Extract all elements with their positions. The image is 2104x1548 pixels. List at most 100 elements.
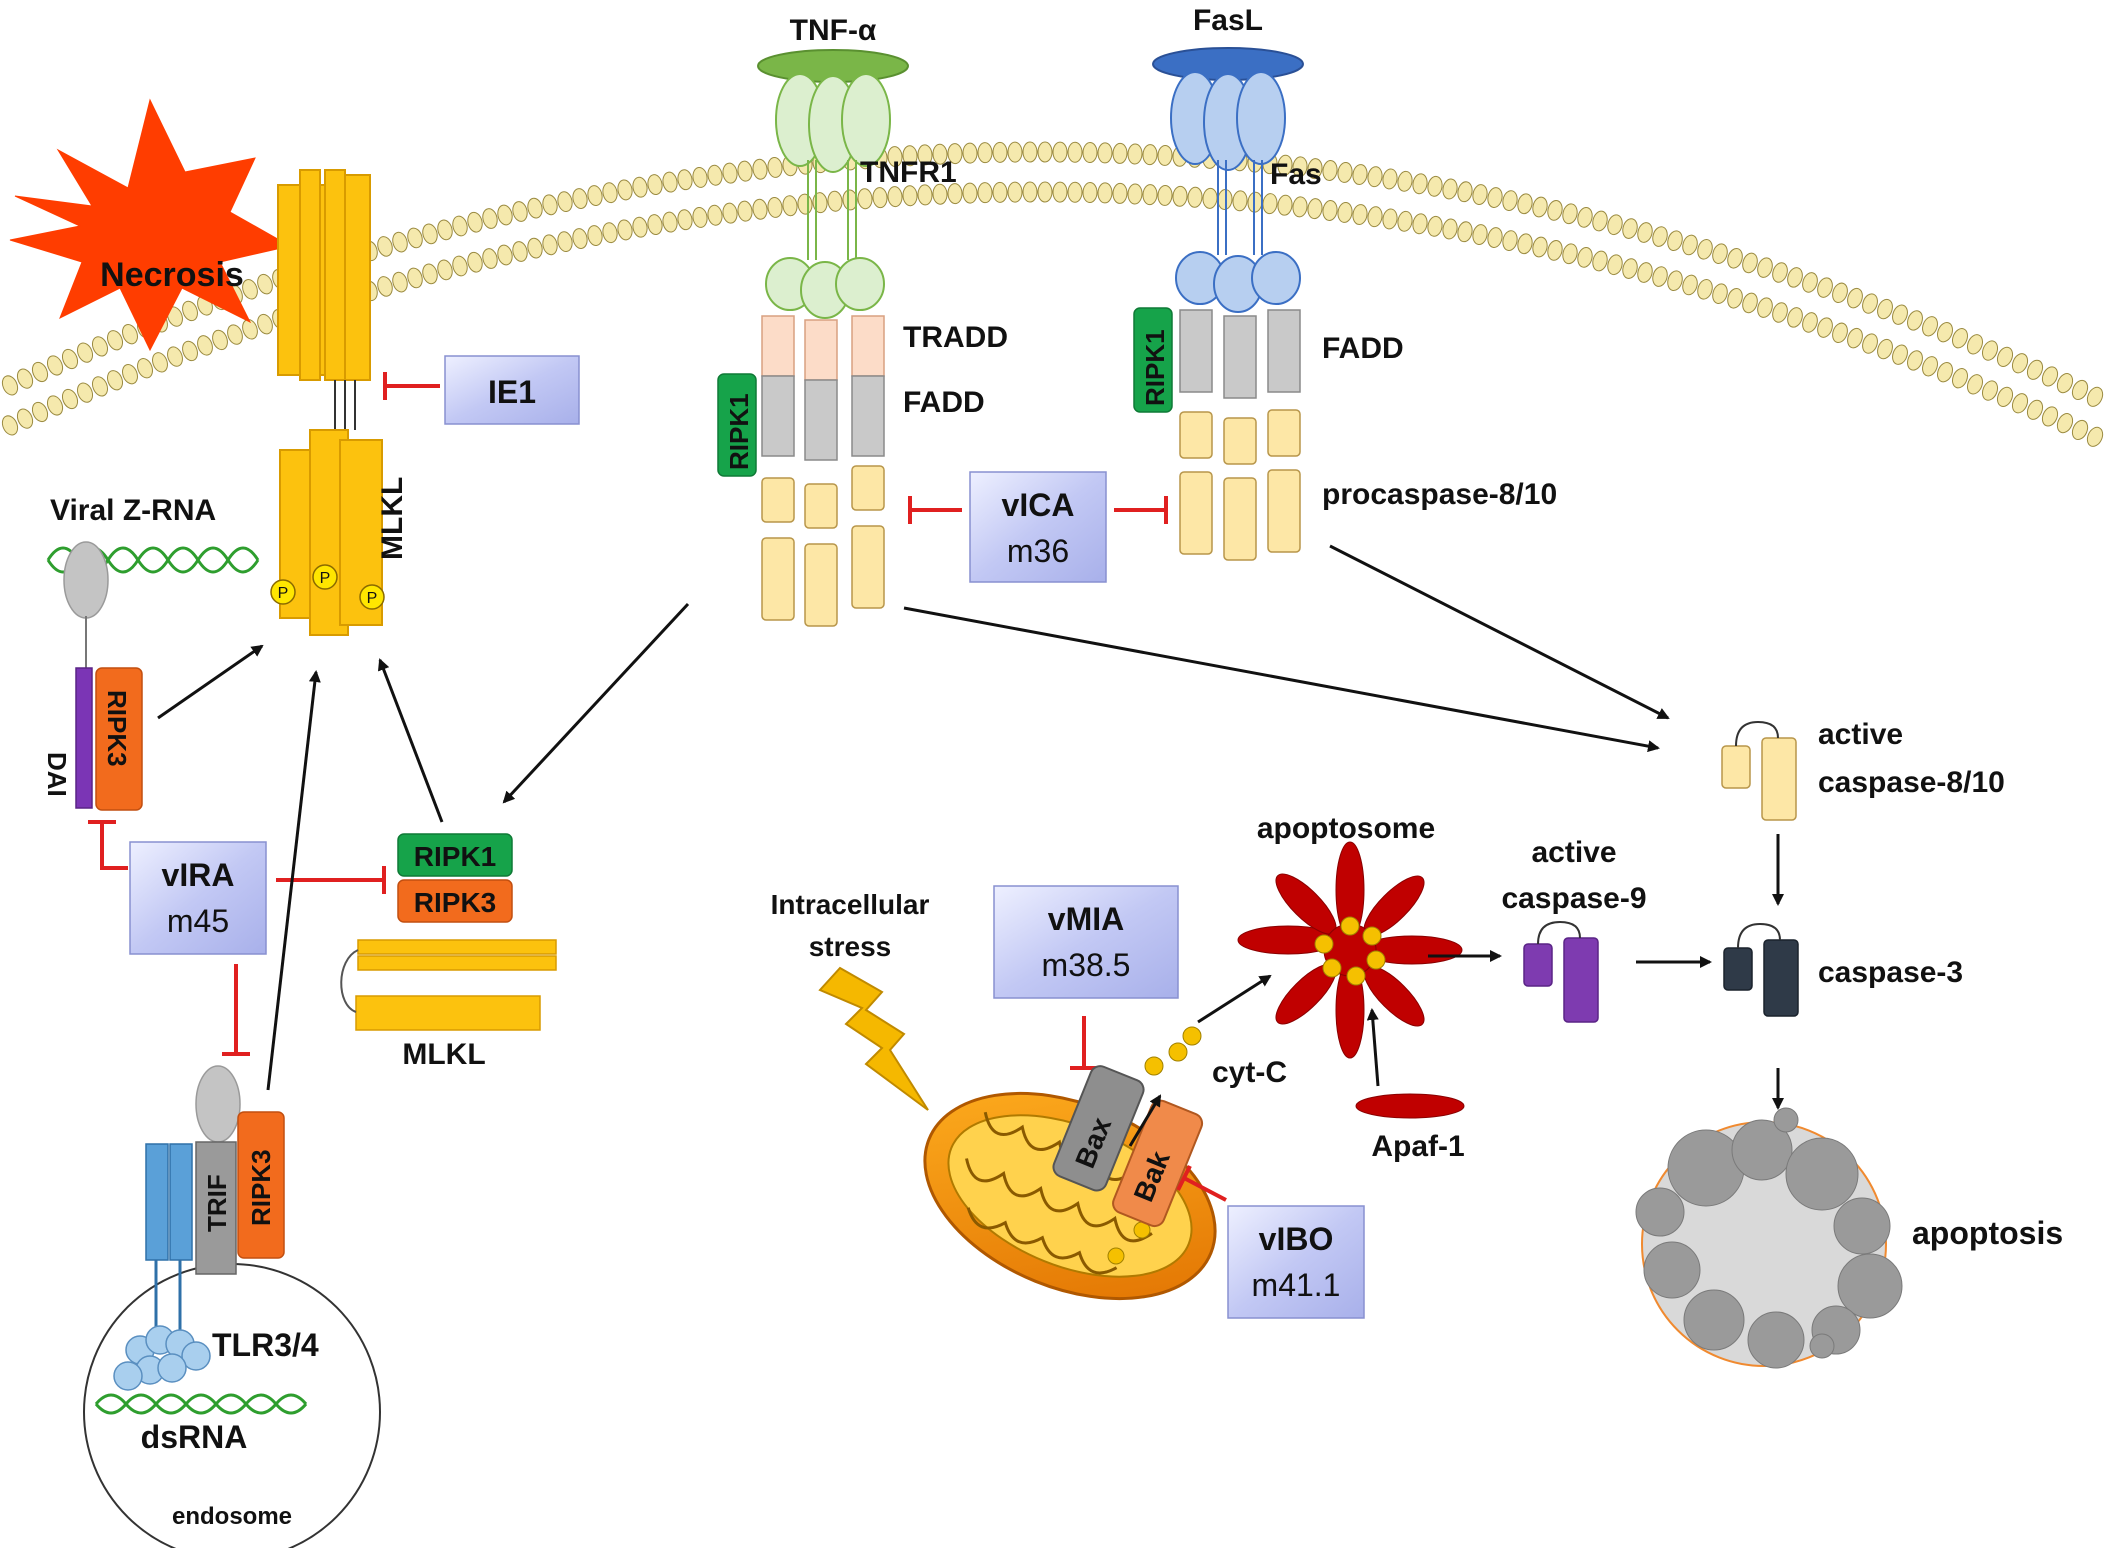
lipid-head (1937, 322, 1953, 343)
mitochondrion (923, 1091, 1217, 1301)
lipid-head (1022, 181, 1038, 203)
lipid-head (1352, 204, 1368, 225)
active-caspase810-line2: caspase-8/10 (1818, 766, 2005, 799)
mlkl-phosphorylated: P P P MLKL (270, 429, 409, 636)
lipid-head (1742, 252, 1758, 274)
fasl-label: FasL (1193, 4, 1263, 37)
lipid-head (1037, 141, 1053, 163)
lipid-head (677, 169, 693, 191)
lipid-head (1097, 182, 1113, 204)
procaspase-label: procaspase-8/10 (1322, 478, 1557, 511)
lipid-head (572, 188, 588, 209)
lipid-head (1727, 287, 1743, 309)
lipid-head (482, 208, 498, 229)
lipid-head (1667, 270, 1683, 292)
lipid-head (1757, 297, 1773, 318)
vibo-inhibitor-box: vIBO m41.1 (1176, 1165, 1365, 1319)
lipid-head (61, 348, 79, 370)
lipid-head (752, 158, 768, 180)
lipid-head (91, 376, 109, 397)
lipid-head (1112, 142, 1128, 164)
lipid-head (1682, 274, 1698, 296)
stress-line2: stress (809, 931, 892, 962)
phospho-label: P (320, 570, 331, 587)
lipid-head (1981, 380, 1999, 401)
lipid-head (1907, 310, 1923, 331)
lipid-head (452, 255, 468, 277)
lipid-head (887, 146, 903, 168)
viral-zrna-label: Viral Z-RNA (50, 494, 216, 527)
lipid-head (902, 145, 918, 167)
viral-zrna: Viral Z-RNA (46, 494, 260, 670)
lipid-head (587, 185, 603, 206)
cytc-label: cyt-C (1212, 1056, 1287, 1089)
tnfr1-label: TNFR1 (860, 156, 957, 189)
vibo-name: vIBO (1259, 1221, 1334, 1257)
lipid-head (1112, 182, 1128, 204)
lipid-head (1472, 224, 1488, 245)
lipid-head (1367, 206, 1383, 228)
lipid-head (2041, 406, 2059, 427)
lipid-head (1922, 356, 1938, 377)
lipid-head (1652, 226, 1668, 247)
lipid-head (1547, 199, 1563, 221)
lipid-head (527, 197, 543, 219)
lipid-head (1637, 222, 1653, 243)
fas-receptor: Fas (1175, 158, 1322, 313)
lipid-head (1007, 141, 1023, 163)
caspase-3: caspase-3 (1723, 922, 1963, 1017)
lipid-head (76, 382, 94, 403)
lipid-head (1742, 292, 1758, 314)
dai-label: DAI (42, 752, 72, 797)
lipid-head (557, 191, 573, 213)
lipid-head (677, 209, 693, 231)
ie1-label: IE1 (488, 374, 536, 410)
lipid-head (2026, 359, 2044, 380)
lipid-head (1232, 190, 1248, 212)
lipid-head (767, 156, 783, 178)
lipid-head (1412, 173, 1428, 195)
lipid-head (647, 214, 663, 236)
tlr34-label: TLR3/4 (212, 1327, 319, 1363)
mlkl-pore (277, 169, 371, 430)
tradd-label: TRADD (903, 321, 1008, 354)
lipid-head (1862, 333, 1878, 354)
lipid-head (1517, 233, 1533, 255)
lipid-head (1637, 262, 1653, 283)
ripk1-ripk3-mlkl-complex: RIPK1 RIPK3 MLKL (340, 833, 557, 1071)
tnf-alpha-ligand: TNF-α (757, 14, 909, 173)
lipid-head (1517, 193, 1533, 215)
lipid-head (1697, 278, 1713, 300)
lipid-head (617, 179, 633, 201)
lipid-head (1772, 262, 1788, 283)
lipid-head (212, 329, 228, 351)
active-caspase810-line1: active (1818, 718, 1903, 751)
lipid-head (1817, 317, 1833, 338)
phospho-label: P (367, 590, 378, 607)
lipid-head (1877, 338, 1893, 360)
lipid-head (782, 195, 798, 217)
vmia-name: vMIA (1048, 901, 1124, 937)
bax-bak: Bax Bak (1052, 1065, 1204, 1228)
lipid-head (1157, 184, 1173, 206)
dsrna-label: dsRNA (141, 1419, 248, 1455)
lipid-head (31, 361, 49, 383)
lipid-head (917, 184, 933, 206)
lipid-head (1652, 266, 1668, 287)
lipid-head (1727, 247, 1743, 269)
active-caspase9-line1: active (1531, 836, 1616, 869)
lipid-head (1352, 164, 1368, 185)
lipid-head (1, 415, 19, 436)
lipid-head (992, 141, 1008, 163)
lightning-icon (818, 966, 929, 1111)
lipid-head (182, 340, 198, 362)
lipid-head (1157, 144, 1173, 166)
lipid-head (497, 204, 513, 226)
lipid-head (1502, 230, 1518, 251)
necrosis-label: Necrosis (100, 256, 244, 294)
apaf1-label: Apaf-1 (1371, 1130, 1464, 1163)
lipid-head (1457, 221, 1473, 243)
lipid-head (46, 395, 64, 416)
vira-name: vIRA (162, 857, 235, 893)
lipid-head (1877, 298, 1893, 320)
